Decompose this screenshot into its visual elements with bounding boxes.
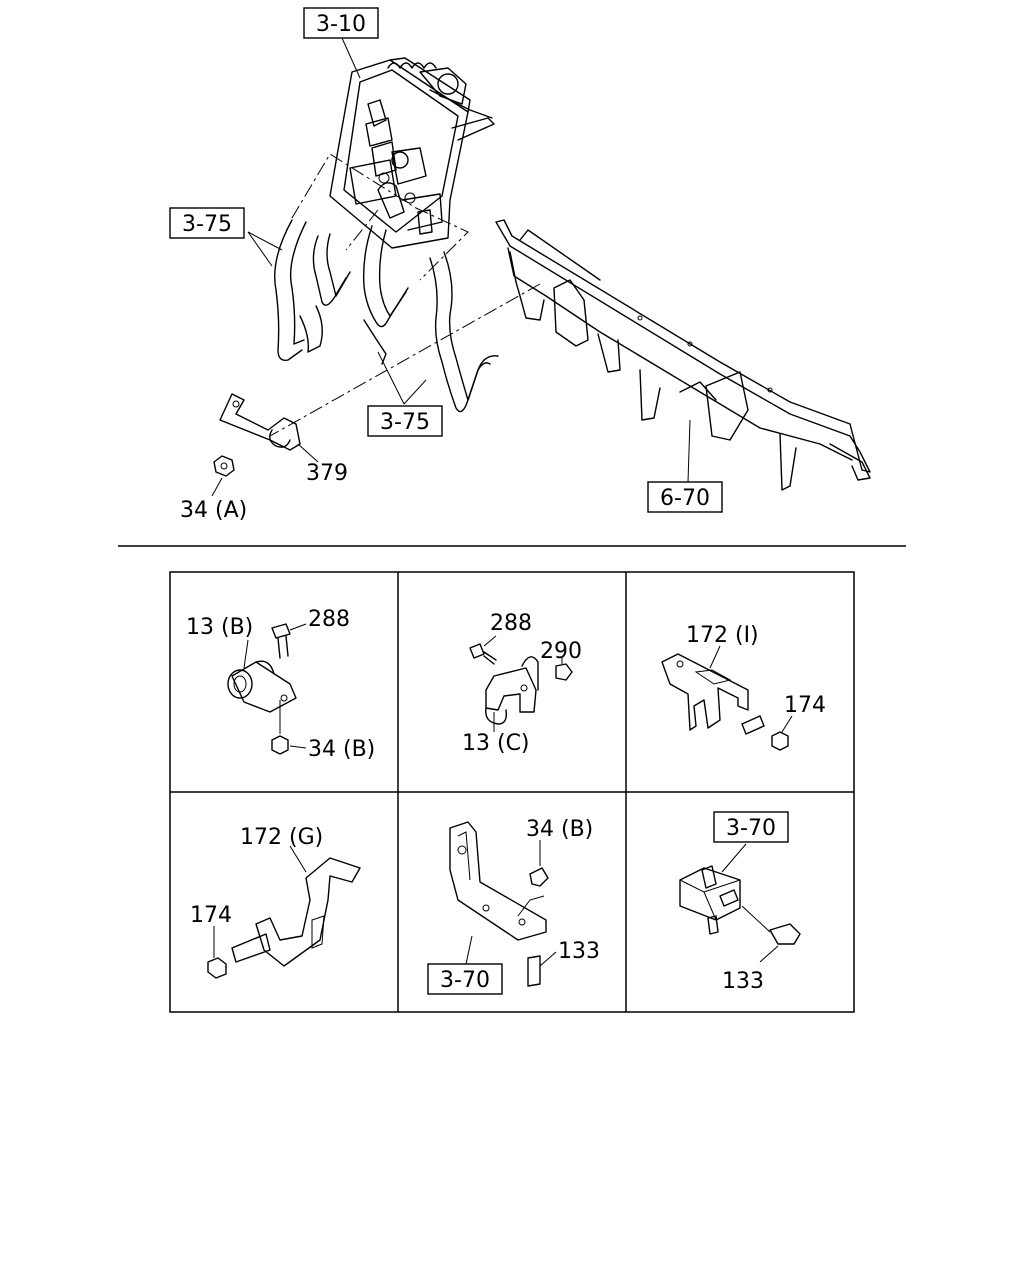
part-label-379: 379 [306,461,348,486]
ref-label-3-75-left: 3-75 [182,212,232,237]
pedal-bracket-assembly [329,57,495,249]
panel-2-label-2: 13 (C) [462,731,530,756]
heater-hoses-left [274,219,351,361]
ref-label-3-10: 3-10 [316,12,366,37]
panel-5-label-0: 34 (B) [526,817,593,842]
reference-lines [269,153,541,437]
leader-lines-top [211,37,691,497]
callout-3-75-bottom: 3-75 [367,405,443,437]
panel-5-label-1: 133 [558,939,600,964]
ref-label-3-75-bottom: 3-75 [380,410,430,435]
part-label-34a: 34 (A) [180,498,247,523]
panel-4-label-0: 172 (G) [240,825,323,850]
callout-3-75-left: 3-75 [169,207,245,239]
detail-grid [169,571,855,1013]
panel-1-label-2: 34 (B) [308,737,375,762]
clip-379 [219,393,301,451]
panel-3: 172 (I) 174 [661,623,826,751]
panel-4: 172 (G) 174 [190,825,361,979]
cross-member [495,219,871,491]
callout-6-70: 6-70 [647,481,723,513]
panel-2: 288 290 13 (C) [462,611,582,756]
panel-3-label-1: 174 [784,693,826,718]
ref-label-6-70: 6-70 [660,486,710,511]
nut-34a [213,455,235,477]
panel-5: 34 (B) 133 3-70 [427,817,600,995]
panel-3-label-0: 172 (I) [686,623,759,648]
panel-6-label-0: 3-70 [726,816,776,841]
panel-1-label-1: 288 [308,607,350,632]
panel-1-label-0: 13 (B) [186,615,253,640]
panel-5-label-2: 3-70 [440,968,490,993]
panel-6-label-1: 133 [722,969,764,994]
panel-4-label-1: 174 [190,903,232,928]
panel-2-label-1: 290 [540,639,582,664]
panel-2-label-0: 288 [490,611,532,636]
callout-3-10: 3-10 [303,7,379,39]
panel-6: 3-70 133 [679,811,801,994]
panel-1: 13 (B) 288 34 (B) [186,607,375,762]
heater-hoses-center [362,225,499,413]
